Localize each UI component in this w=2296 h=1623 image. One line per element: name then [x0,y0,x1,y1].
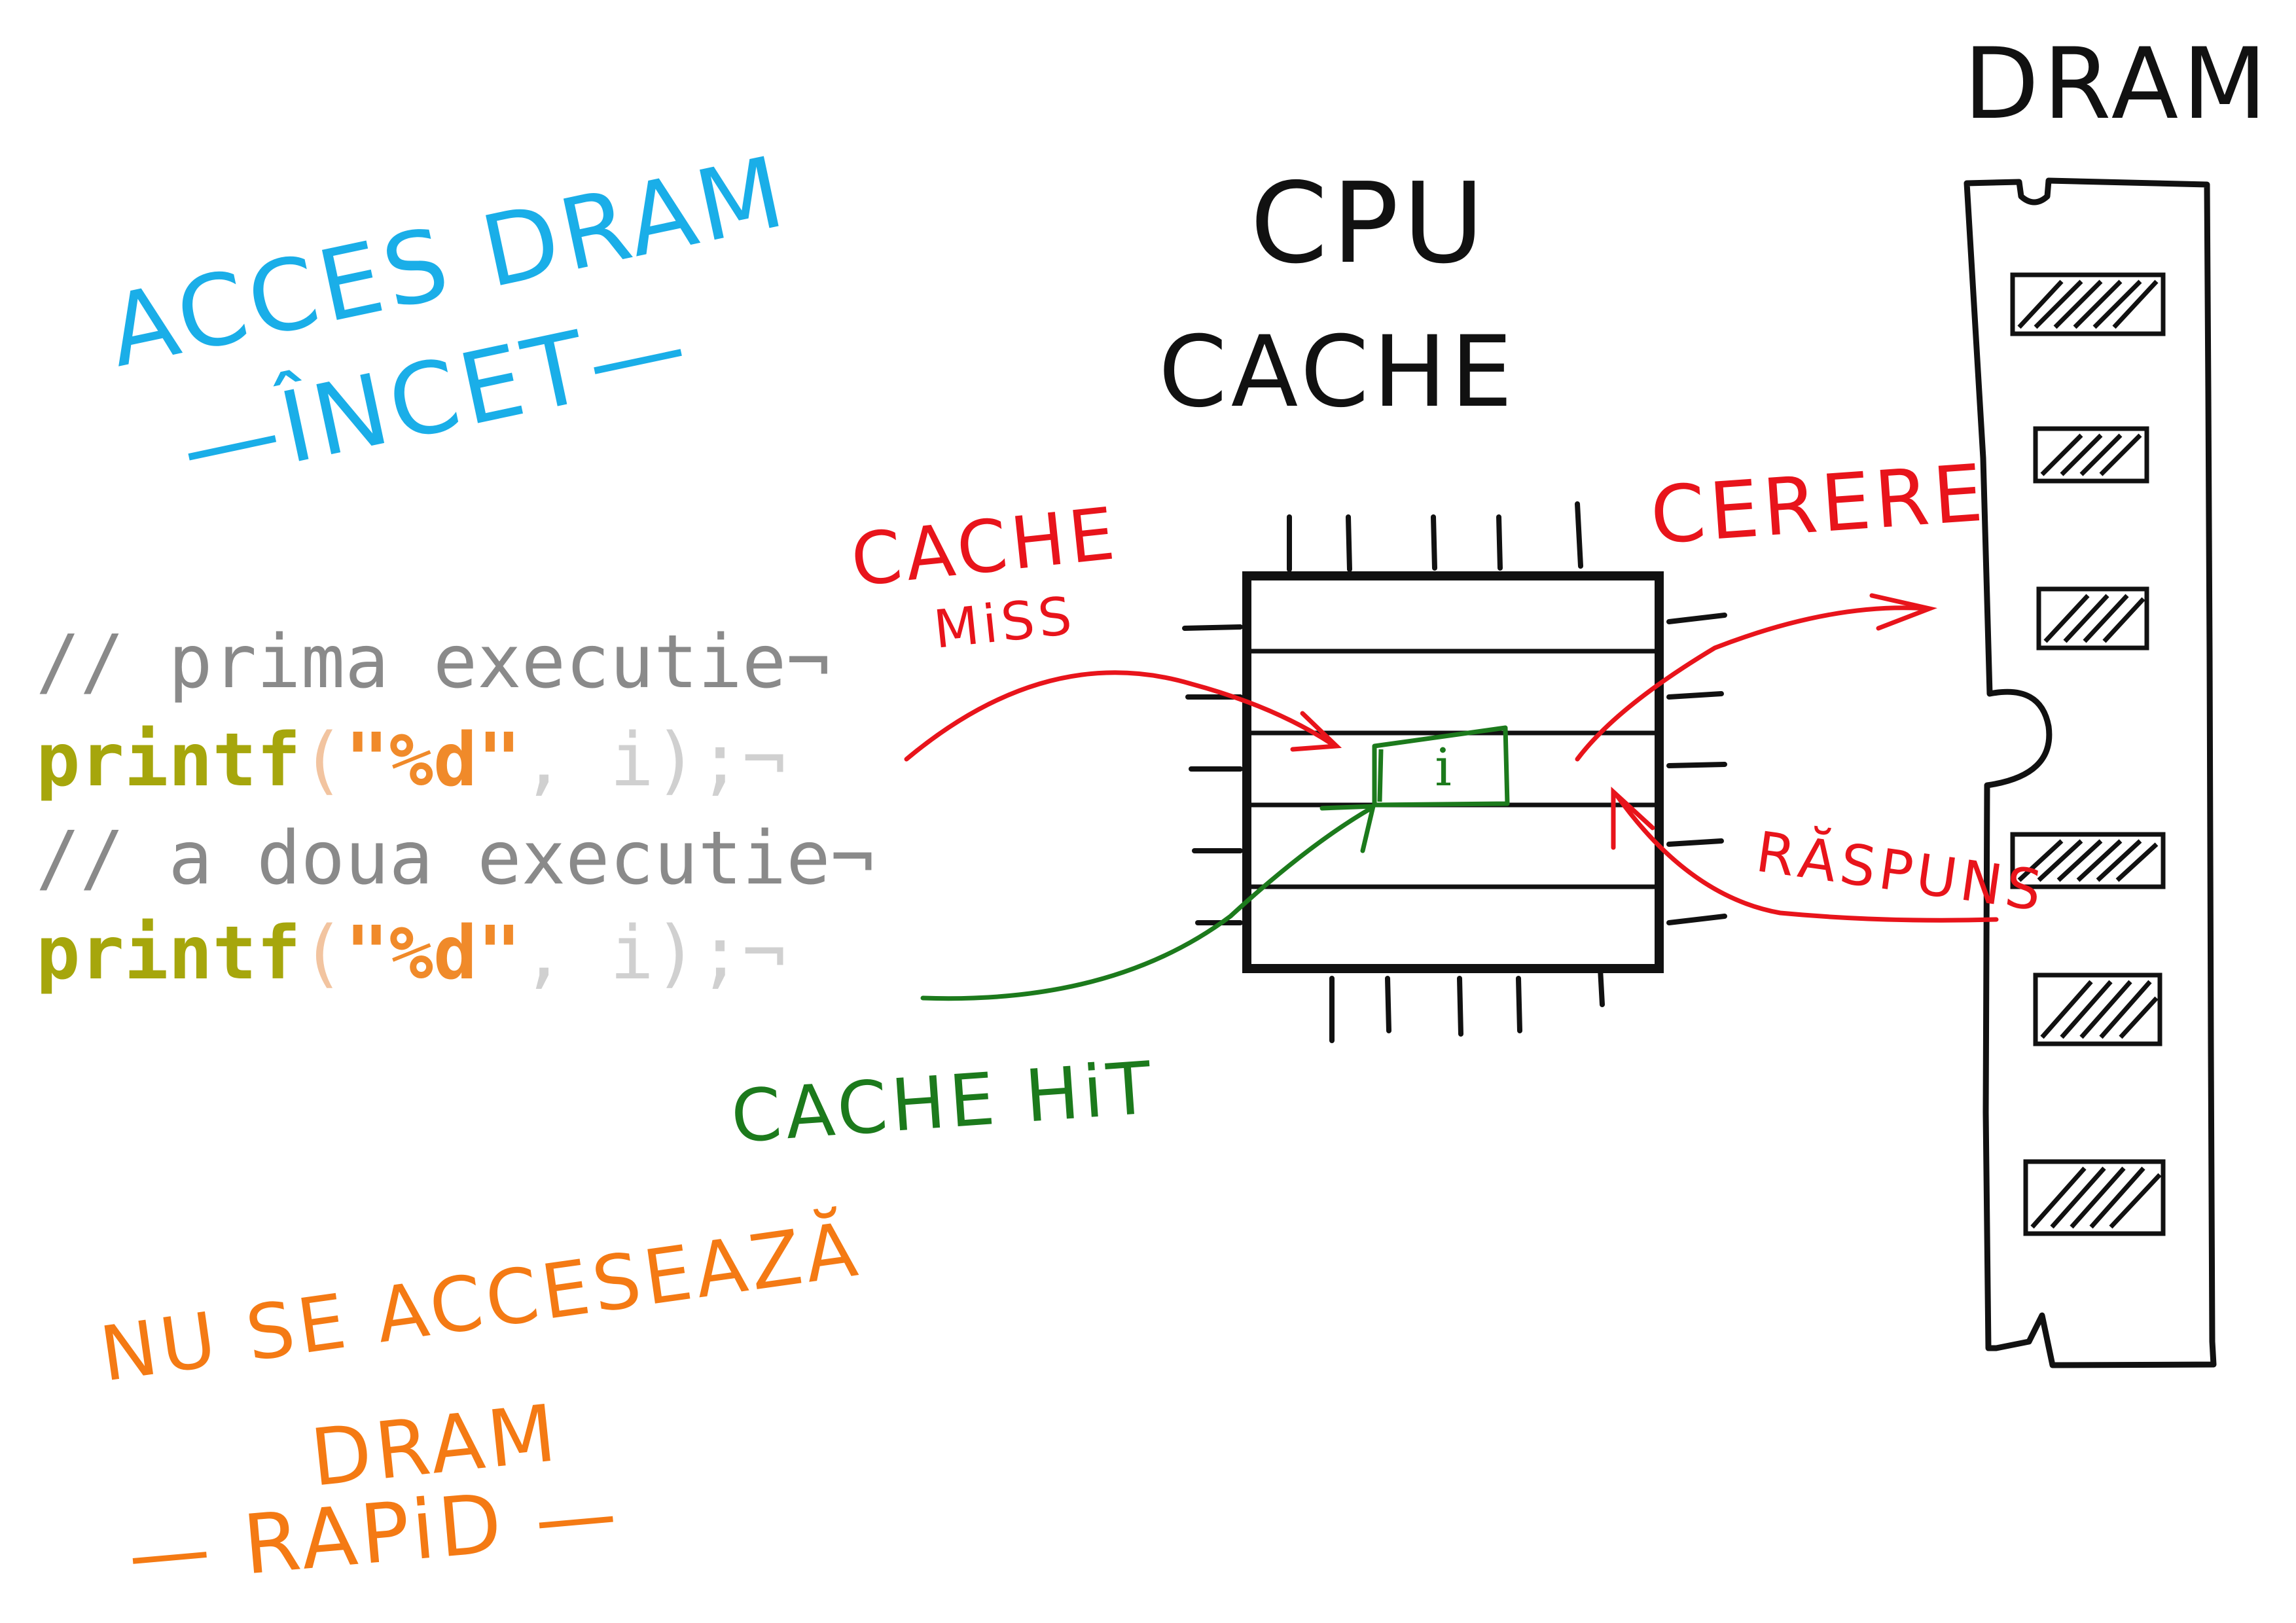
response-label: RĂSPUNS [1752,818,2049,925]
cpu-label: CPU [1250,159,1488,289]
dram-chip [2023,1159,2166,1236]
code-args: , i);¬ [522,911,787,996]
cache-line-i: i [1372,725,1510,808]
request-label: CERERE [1647,448,1989,562]
request-arrow [1575,593,1937,762]
fast-note: NU SE ACCESEAZĂ DRAM — RAPiD — [95,1203,866,1603]
dram-chip [2036,586,2149,651]
dram-chip [2010,272,2166,336]
cpu-chip [1182,501,1727,1043]
code-fn: printf [36,911,301,996]
fast-note-line3: — RAPiD — [124,1466,624,1603]
code-args: , i);¬ [522,718,787,803]
cache-line-i-box [1372,725,1510,808]
response-arrow [1611,787,1999,923]
dram-chips [2010,272,2166,1236]
dram-chip [2010,832,2166,889]
hit-arrow [920,804,1376,1001]
slow-note: ACCES DRAM —ÎNCET— [99,135,797,507]
code-line-1: printf("%d", i);¬ [36,718,786,803]
cpu-body [1242,571,1664,973]
code-block: // prima executie¬ printf("%d", i);¬ // … [36,620,874,996]
code-format-string: "%d" [345,911,522,996]
dram-stick-outline [1964,177,2217,1368]
code-paren: ( [301,718,345,803]
cpu-pins [1182,501,1727,1043]
dram-chip [2033,426,2149,484]
dram-chip [2033,972,2162,1046]
code-format-string: "%d" [345,718,522,803]
cache-hit-label: CACHE HiT [728,1046,1158,1159]
code-paren: ( [301,911,345,996]
dram-title: DRAM [1964,27,2271,141]
cache-miss-label-line2: MiSS [931,585,1078,660]
cache-miss-label: CACHE [847,491,1122,603]
code-comment-1: // prima executie¬ [36,620,831,705]
dram-module [1964,177,2217,1368]
fast-note-line1: NU SE ACCESEAZĂ [95,1203,866,1399]
miss-arrow [904,670,1342,762]
cache-line-i-label: i [1435,737,1452,798]
code-fn: printf [36,718,301,803]
cache-label: CACHE [1158,315,1516,429]
code-comment-2: // a doua executie¬ [36,816,874,901]
code-line-2: printf("%d", i);¬ [36,911,786,996]
